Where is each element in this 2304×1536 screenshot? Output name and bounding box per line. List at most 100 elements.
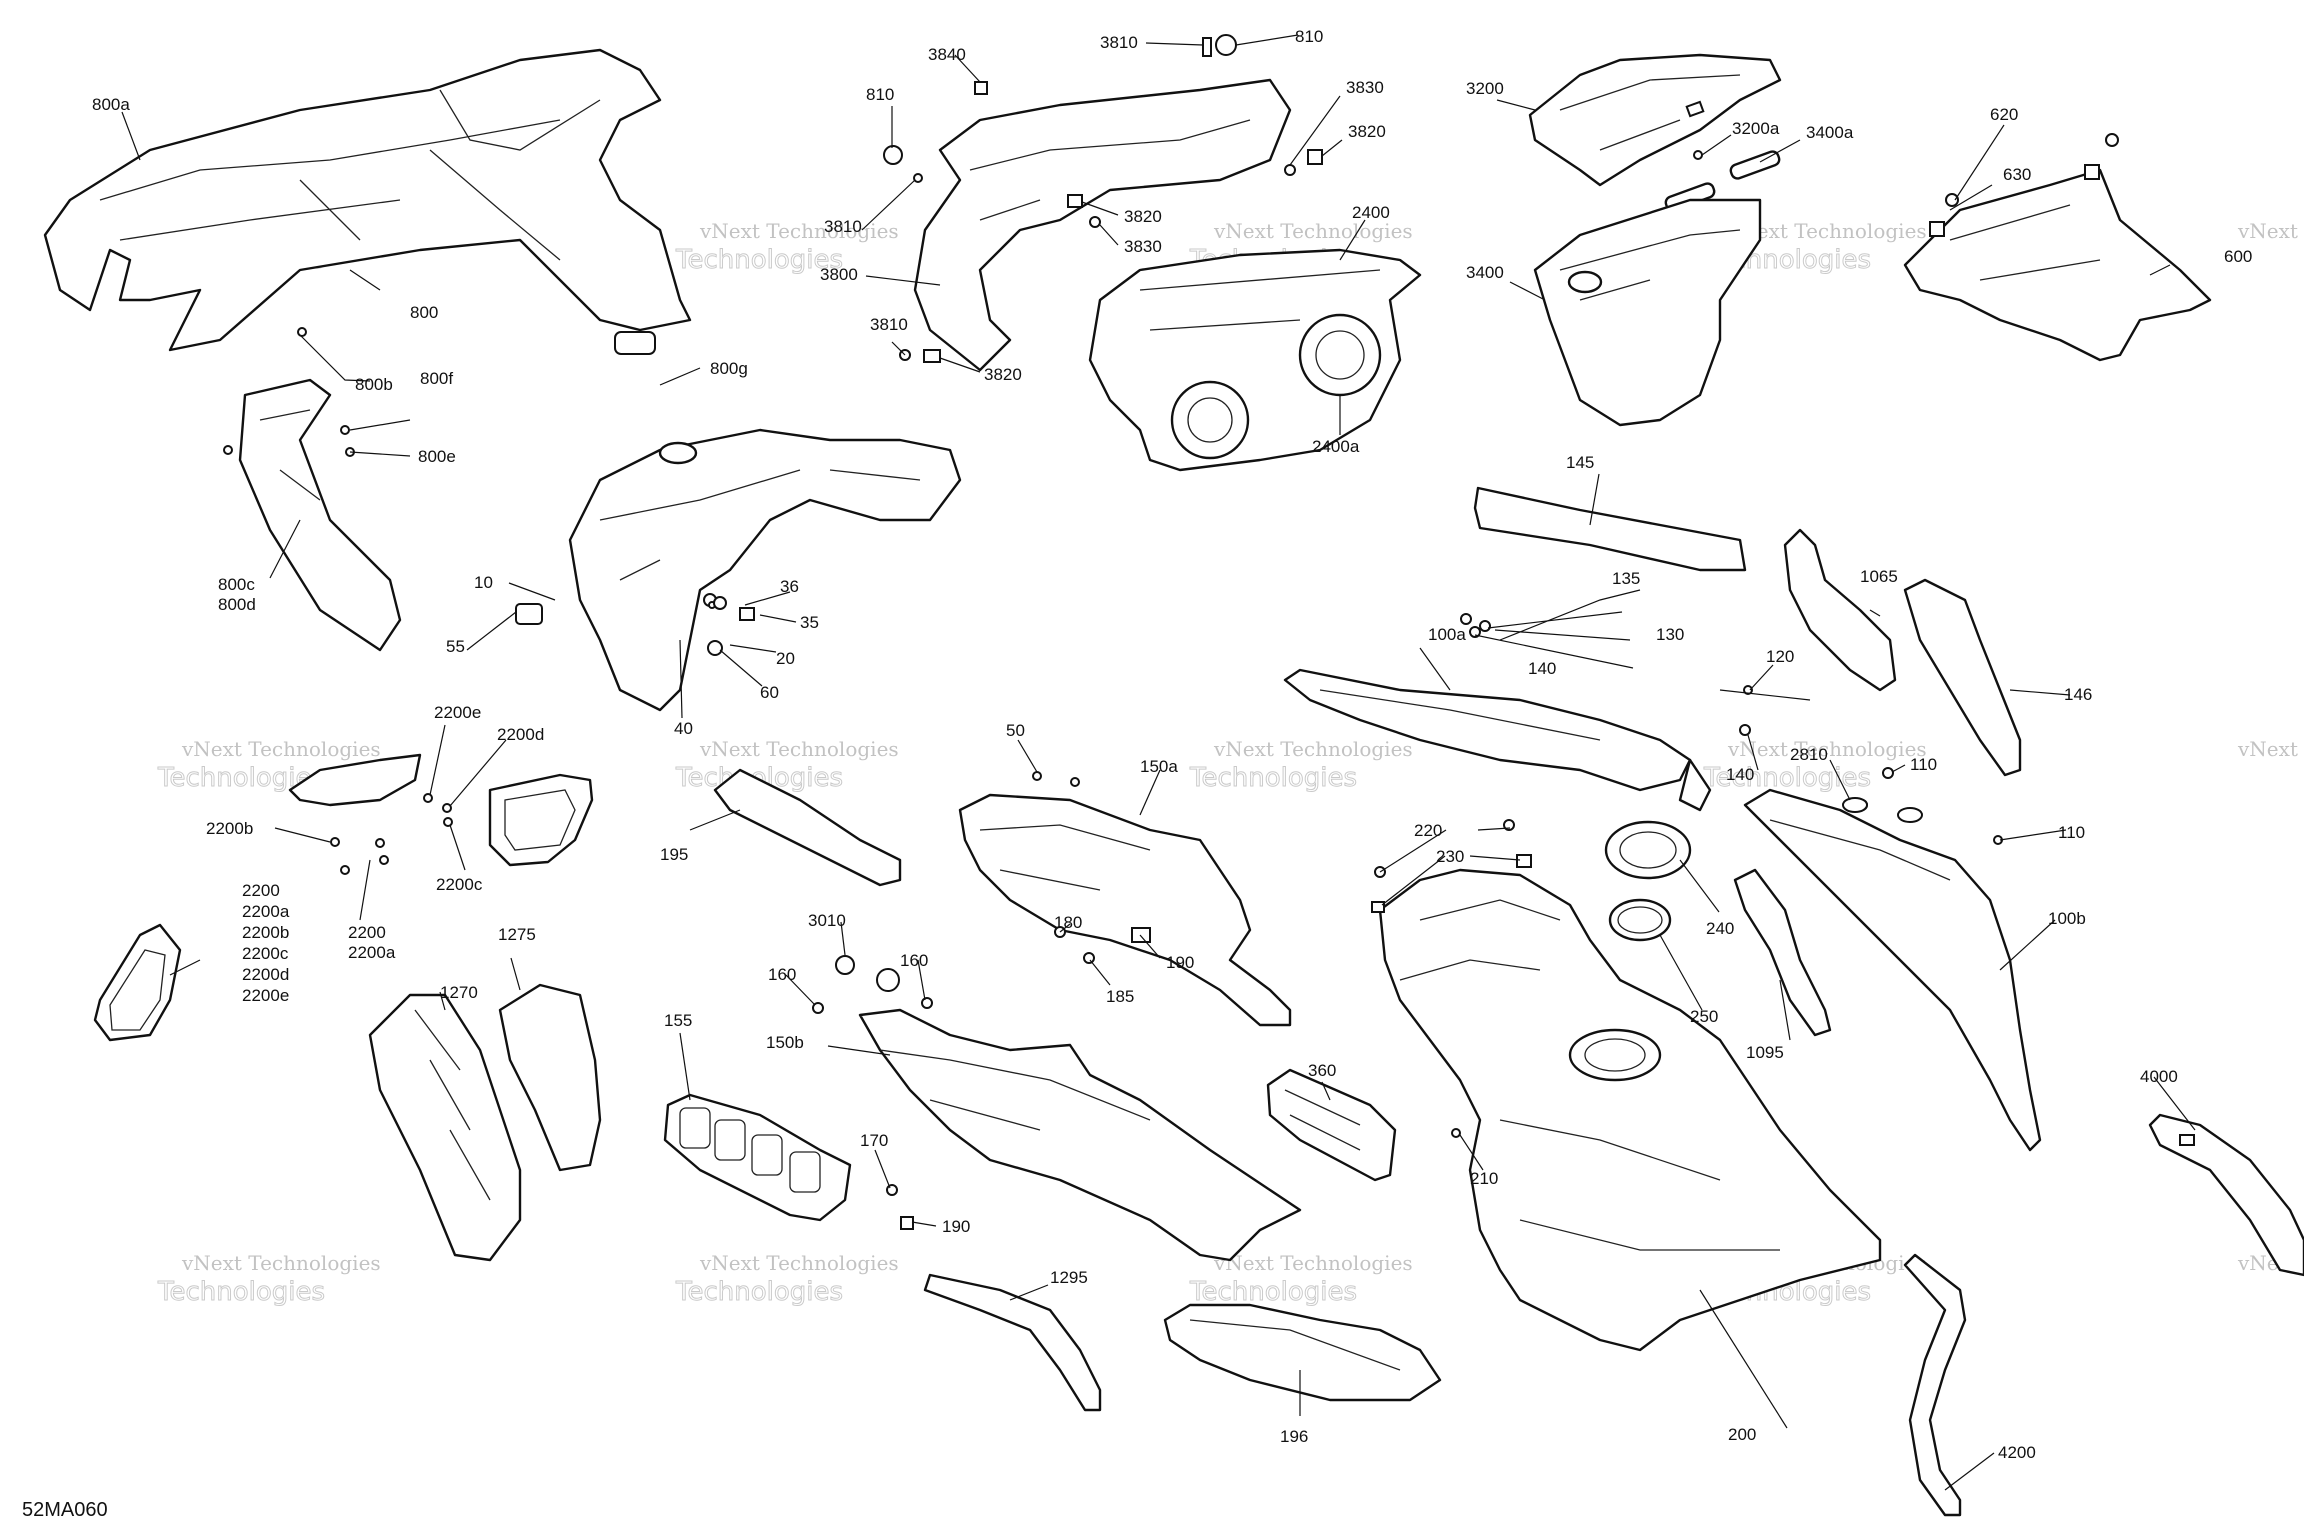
part-1295-strip <box>923 1273 1102 1412</box>
watermark-text: Technologies <box>675 245 843 275</box>
label-3400: 3400 <box>1466 263 1504 282</box>
label-2200a: 2200a <box>348 943 396 962</box>
part-10-front-housing <box>515 428 962 712</box>
label-3010: 3010 <box>808 911 846 930</box>
watermark-text: Technologies <box>675 1277 843 1307</box>
part-200-main-body <box>1371 819 1882 1352</box>
label-2400a: 2400a <box>1312 437 1360 456</box>
label-250: 250 <box>1690 1007 1718 1026</box>
part-1275-panel <box>498 983 602 1172</box>
label-160: 160 <box>768 965 796 984</box>
label-185: 185 <box>1106 987 1134 1006</box>
label-190: 190 <box>942 1217 970 1236</box>
label-140: 140 <box>1528 659 1556 678</box>
label-1295: 1295 <box>1050 1268 1088 1287</box>
label-220: 220 <box>1414 821 1442 840</box>
part-2200-mirror-assembly <box>288 753 594 875</box>
label-2200e: 2200e <box>434 703 481 722</box>
watermark-text: vNext Technologies <box>181 737 381 761</box>
label-146: 146 <box>2064 685 2092 704</box>
label-195: 195 <box>660 845 688 864</box>
part-4200-rail <box>1903 1253 1967 1517</box>
label-110: 110 <box>1910 755 1937 774</box>
label-3200a: 3200a <box>1732 119 1780 138</box>
label-145: 145 <box>1566 453 1594 472</box>
watermark-text: Technologies <box>157 1277 325 1307</box>
part-145-strip <box>1473 486 1747 572</box>
part-146-panel <box>1903 578 2022 777</box>
label-600: 600 <box>2224 247 2252 266</box>
watermark-text: vNext Technologies <box>1727 737 1927 761</box>
label-230: 230 <box>1436 847 1464 866</box>
label-3400a: 3400a <box>1806 123 1854 142</box>
label-135: 135 <box>1612 569 1640 588</box>
label-4200: 4200 <box>1998 1443 2036 1462</box>
part-195-side-trim <box>713 768 902 887</box>
label-196: 196 <box>1280 1427 1308 1446</box>
part-4000-bracket <box>2148 1113 2304 1277</box>
label-1270: 1270 <box>440 983 478 1002</box>
label-170: 170 <box>860 1131 888 1150</box>
label-55: 55 <box>446 637 465 656</box>
label-40: 40 <box>674 719 693 738</box>
label-630: 630 <box>2003 165 2031 184</box>
watermark-text: vNext <box>2237 219 2298 243</box>
watermark-text: vNext <box>2237 737 2298 761</box>
label-list-item: 2200e <box>242 986 289 1005</box>
part-155-grille <box>663 1093 852 1222</box>
label-list-item: 2200 <box>242 881 280 900</box>
label-120: 120 <box>1766 647 1794 666</box>
part-1270-panel <box>368 993 522 1262</box>
label-1065: 1065 <box>1860 567 1898 586</box>
label-155: 155 <box>664 1011 692 1030</box>
label-50: 50 <box>1006 721 1025 740</box>
part-3200-cover <box>1528 53 1782 187</box>
part-800c-side-trim <box>238 378 402 652</box>
callout-labels: 800a 800 800b 800f 800e 800c 800d 800g 8… <box>92 27 2252 1462</box>
label-100a: 100a <box>1428 625 1466 644</box>
watermark-text: vNext Technologies <box>181 1251 381 1275</box>
label-60: 60 <box>760 683 779 702</box>
label-620: 620 <box>1990 105 2018 124</box>
watermark-text: Technologies <box>1189 763 1357 793</box>
label-20: 20 <box>776 649 795 668</box>
watermark-text: vNext Technologies <box>1213 737 1413 761</box>
label-3830: 3830 <box>1346 78 1384 97</box>
label-4000: 4000 <box>2140 1067 2178 1086</box>
label-list-item: 2200d <box>242 965 289 984</box>
label-800g: 800g <box>710 359 748 378</box>
label-130: 130 <box>1656 625 1684 644</box>
label-110: 110 <box>2058 823 2085 842</box>
label-list-item: 2200c <box>242 944 289 963</box>
label-3820: 3820 <box>1124 207 1162 226</box>
label-140: 140 <box>1726 765 1754 784</box>
label-800d: 800d <box>218 595 256 614</box>
label-1275: 1275 <box>498 925 536 944</box>
part-2400-headlight <box>1088 248 1422 472</box>
part-800-hardware <box>223 327 355 457</box>
watermark-text: vNext Technologies <box>699 1251 899 1275</box>
label-3800: 3800 <box>820 265 858 284</box>
watermark-text: vNext Technologies <box>699 219 899 243</box>
label-800a: 800a <box>92 95 130 114</box>
leader-lines <box>121 34 2196 1491</box>
label-list-item: 2200b <box>242 923 289 942</box>
label-210: 210 <box>1470 1169 1498 1188</box>
label-1095: 1095 <box>1746 1043 1784 1062</box>
label-810: 810 <box>866 85 894 104</box>
watermark-text: vNext Technologies <box>1213 1251 1413 1275</box>
label-35: 35 <box>800 613 819 632</box>
part-3400-storage-bin <box>1533 198 1762 427</box>
label-100b: 100b <box>2048 909 2086 928</box>
label-160: 160 <box>900 951 928 970</box>
label-150a: 150a <box>1140 757 1178 776</box>
label-800: 800 <box>410 303 438 322</box>
label-3810: 3810 <box>1100 33 1138 52</box>
label-3820: 3820 <box>984 365 1022 384</box>
part-1065-panel <box>1783 528 1897 692</box>
part-1095-strip <box>1733 868 1832 1037</box>
label-2200b: 2200b <box>206 819 253 838</box>
part-150b-side-panel <box>812 955 1302 1262</box>
diagram-code: 52MA060 <box>22 1499 108 1521</box>
label-3840: 3840 <box>928 45 966 64</box>
